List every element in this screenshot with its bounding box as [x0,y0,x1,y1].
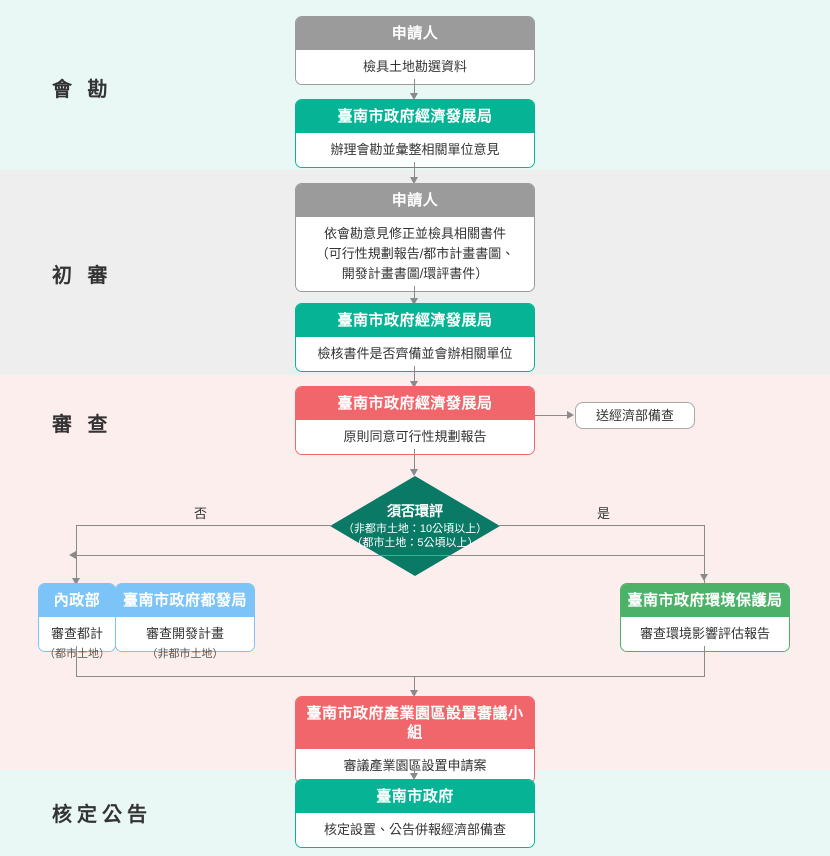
arrowhead-applicant1-to-econ1 [410,93,418,100]
connector-merge-horizontal [76,676,705,678]
arrowhead-merge-to-review-group [410,690,418,697]
node-applicant-1-body: 檢具土地勘選資料 [296,50,534,84]
node-econ-bureau-1[interactable]: 臺南市政府經濟發展局 辦理會勘並彙整相關單位意見 [295,99,535,168]
connector-econ3-to-moea [535,415,569,417]
arrowhead-decision-no [72,578,80,585]
connector-applicant1-to-econ1 [414,79,416,97]
node-urban-bureau[interactable]: 臺南市政府都發局 審查開發計畫 [115,583,255,652]
branch-label-no: 否 [194,506,208,521]
node-epb-body: 審查環境影響評估報告 [621,617,789,651]
branch-label-yes: 是 [597,506,611,521]
node-econ-bureau-1-body: 辦理會勘並彙整相關單位意見 [296,133,534,167]
arrowhead-review-group-to-city-gov [410,773,418,780]
connector-econ1-to-applicant2 [414,162,416,181]
node-city-gov[interactable]: 臺南市政府 核定設置、公告併報經濟部備查 [295,779,535,848]
section-label-chushen: 初 審 [52,265,113,287]
node-moi-header: 內政部 [39,584,115,617]
node-city-gov-header: 臺南市政府 [296,780,534,813]
node-applicant-2-header: 申請人 [296,184,534,217]
node-moea-filing[interactable]: 送經濟部備查 [575,402,695,429]
arrowhead-econ3-to-decision [410,469,418,476]
connector-decision-yes-horizontal [498,525,705,527]
section-label-hejing: 核定公告 [52,804,152,826]
node-applicant-1[interactable]: 申請人 檢具土地勘選資料 [295,16,535,85]
node-econ-bureau-2[interactable]: 臺南市政府經濟發展局 檢核書件是否齊備並會辦相關單位 [295,303,535,372]
node-epb-header: 臺南市政府環境保護局 [621,584,789,617]
node-econ-bureau-3[interactable]: 臺南市政府經濟發展局 原則同意可行性規劃報告 [295,386,535,455]
node-econ-bureau-3-body: 原則同意可行性規劃報告 [296,420,534,454]
arrowhead-econ2-to-econ3 [410,381,418,388]
connector-blue-merge-down [76,646,78,677]
connector-epb-merge-down [704,646,706,677]
node-urban-bureau-header: 臺南市政府都發局 [116,584,254,617]
connector-decision-yes-vertical [704,525,706,583]
connector-merge-to-review-group [414,676,416,694]
node-econ-bureau-2-body: 檢核書件是否齊備並會辦相關單位 [296,337,534,371]
section-label-shencha: 審 查 [52,414,113,436]
connector-econ2-to-econ3 [414,366,416,384]
node-moi[interactable]: 內政部 審查都計 [38,583,116,652]
arrowhead-econ1-to-applicant2 [410,177,418,184]
connector-decision-no-horizontal [76,525,332,527]
section-label-huikan: 會 勘 [52,79,113,101]
node-city-gov-body: 核定設置、公告併報經濟部備查 [296,813,534,847]
caption-urban-bureau: （非都市土地） [146,648,224,660]
node-econ-bureau-2-header: 臺南市政府經濟發展局 [296,304,534,337]
node-review-group[interactable]: 臺南市政府產業園區設置審議小組 審議產業園區設置申請案 [295,696,535,784]
arrowhead-eia-return [69,551,76,559]
node-applicant-2-body: 依會勘意見修正並檢具相關書件 （可行性規劃報告/都市計畫書圖、 開發計畫書圖/環… [296,217,534,291]
connector-review-group-to-city-gov [414,759,416,777]
connector-eia-return-horizontal [76,555,705,557]
node-review-group-header: 臺南市政府產業園區設置審議小組 [296,697,534,749]
connector-decision-no-vertical [76,525,78,588]
node-econ-bureau-3-header: 臺南市政府經濟發展局 [296,387,534,420]
diamond-shape-icon [330,476,500,576]
node-applicant-2[interactable]: 申請人 依會勘意見修正並檢具相關書件 （可行性規劃報告/都市計畫書圖、 開發計畫… [295,183,535,292]
arrowhead-decision-yes [700,574,708,581]
node-applicant-1-header: 申請人 [296,17,534,50]
arrowhead-applicant2-to-econ2 [410,298,418,305]
decision-node-eia[interactable]: 須否環評 （非都市土地：10公頃以上） （都市土地：5公頃以上） [330,476,500,576]
connector-applicant2-to-econ2 [414,286,416,302]
node-moi-body: 審查都計 [39,617,115,651]
node-epb[interactable]: 臺南市政府環境保護局 審查環境影響評估報告 [620,583,790,652]
connector-econ3-to-decision [414,449,416,473]
node-urban-bureau-body: 審查開發計畫 [116,617,254,651]
arrowhead-econ3-to-moea [567,411,574,419]
node-econ-bureau-1-header: 臺南市政府經濟發展局 [296,100,534,133]
